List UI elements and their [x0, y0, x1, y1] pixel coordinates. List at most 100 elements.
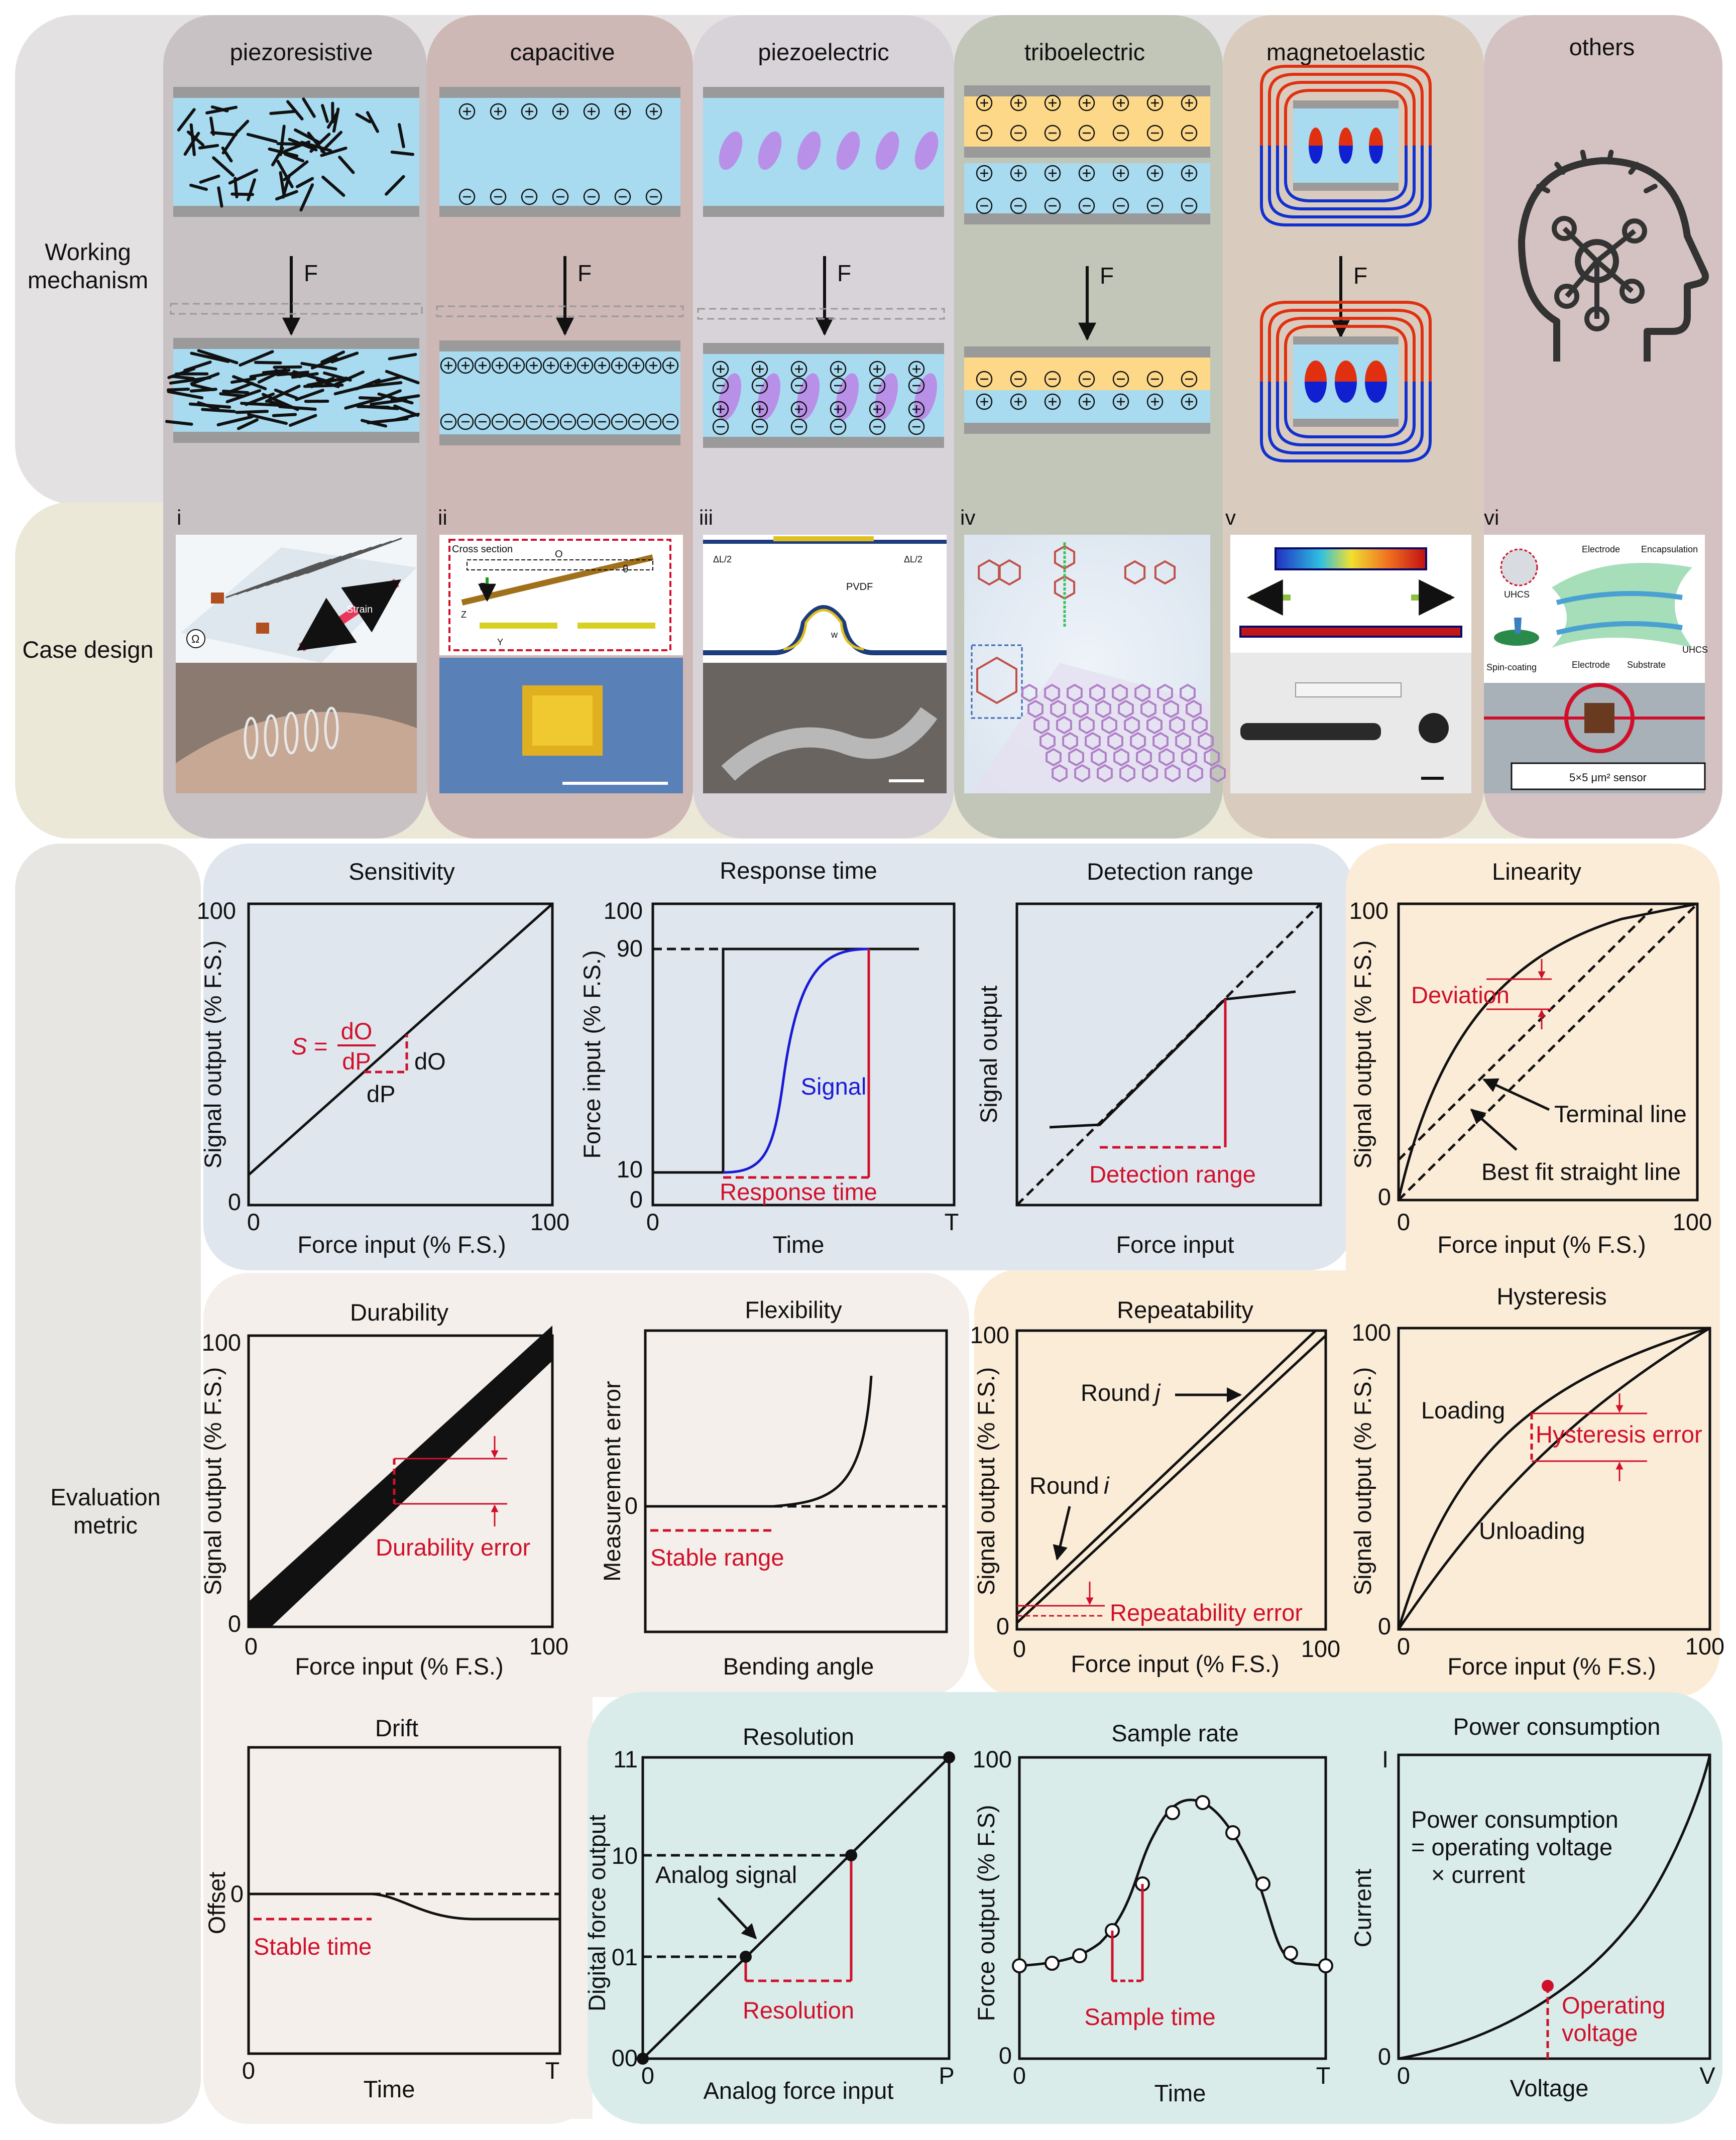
evaluation-metric-label-1: Evaluation	[50, 1484, 161, 1510]
sensitivity-xlabel: Force input (% F.S.)	[297, 1231, 506, 1258]
power-title: Power consumption	[1453, 1713, 1661, 1740]
drift-zero-y: 0	[230, 1880, 244, 1907]
case-v-fiber-knot	[1419, 713, 1449, 743]
resolution-y01: 01	[612, 1944, 638, 1970]
repeatability-round-i-label: Round	[1029, 1472, 1099, 1499]
case-i-strain-label: Strain	[346, 604, 373, 615]
response-signal-label: Signal	[801, 1073, 867, 1100]
flexibility-xlabel: Bending angle	[723, 1653, 874, 1680]
power-ytop: I	[1382, 1746, 1388, 1772]
sample-point-8	[1256, 1877, 1269, 1890]
sensitivity-zero-y: 0	[228, 1188, 241, 1215]
power-zero-y: 0	[1378, 2043, 1391, 2070]
tribo-plate-1	[964, 85, 1210, 96]
case-iii-dl-left: ΔL/2	[713, 554, 732, 564]
case-numeral-iii: iii	[699, 506, 713, 529]
linearity-terminal-label: Terminal line	[1554, 1101, 1687, 1127]
piezoelectric-top-top-plate	[703, 87, 944, 98]
capacitive-force-label: F	[577, 260, 592, 286]
linearity-zero-x: 0	[1397, 1209, 1410, 1235]
title-piezoresistive: piezoresistive	[230, 39, 373, 65]
detection-xlabel: Force input	[1116, 1231, 1234, 1258]
durability-zero-y: 0	[228, 1610, 241, 1637]
capacitive-bottom-top-plate	[439, 340, 680, 351]
durability-annotation: Durability error	[376, 1534, 530, 1561]
sensitivity-ylabel: Signal output (% F.S.)	[199, 940, 226, 1169]
hysteresis-zero-x: 0	[1397, 1633, 1410, 1659]
case-i-pad-1	[211, 592, 224, 604]
resolution-xend: P	[939, 2062, 954, 2089]
piezoresistive-bottom-top-plate	[173, 338, 419, 349]
title-triboelectric: triboelectric	[1024, 39, 1145, 65]
piezoelectric-top-bottom-plate	[703, 206, 944, 217]
hysteresis-annotation: Hysteresis error	[1536, 1421, 1702, 1448]
working-mechanism-label-2: mechanism	[28, 267, 148, 293]
linearity-xlabel: Force input (% F.S.)	[1437, 1231, 1646, 1258]
flexibility-annotation: Stable range	[650, 1544, 784, 1571]
sensitivity-xend: 100	[530, 1209, 569, 1235]
sample-zero-y: 0	[999, 2042, 1012, 2069]
case-iii-yellow	[773, 536, 874, 541]
resolution-annotation: Resolution	[743, 1997, 854, 2024]
power-xend: V	[1699, 2062, 1715, 2089]
resolution-ylabel: Digital force output	[584, 1815, 610, 2011]
power-text-1: Power consumption	[1411, 1806, 1618, 1833]
durability-xend: 100	[529, 1633, 568, 1659]
working-mechanism-label-1: Working	[45, 239, 131, 265]
repeatability-annotation: Repeatability error	[1110, 1599, 1303, 1626]
response-annotation: Response time	[720, 1178, 877, 1205]
sample-point-6	[1196, 1796, 1209, 1809]
fiber-compressed	[274, 414, 295, 415]
case-v-heatmap-bar	[1276, 548, 1426, 569]
flexibility-title: Flexibility	[745, 1296, 842, 1323]
detection-title: Detection range	[1087, 858, 1253, 885]
sample-zero-x: 0	[1013, 2062, 1026, 2089]
power-text-2: = operating voltage	[1411, 1834, 1612, 1860]
triboelectric-force-label: F	[1100, 263, 1114, 289]
case-v-fiber-white	[1296, 683, 1401, 697]
title-piezoelectric: piezoelectric	[758, 39, 889, 65]
case-numeral-ii: ii	[438, 506, 447, 529]
resolution-y11: 11	[613, 1746, 638, 1772]
sample-point-0	[1013, 1959, 1026, 1972]
hysteresis-zero-y: 0	[1378, 1613, 1391, 1639]
sample-point-10	[1319, 1959, 1332, 1972]
repeatability-xlabel: Force input (% F.S.)	[1071, 1650, 1279, 1677]
case-v-strip	[1240, 627, 1461, 637]
sample-point-2	[1073, 1949, 1086, 1962]
response-y10: 10	[617, 1156, 643, 1182]
case-vi-uhcs-label-2: UHCS	[1682, 645, 1708, 655]
sample-annotation: Sample time	[1084, 2003, 1215, 2030]
case-iii-dl-right: ΔL/2	[904, 554, 922, 564]
drift-xend: T	[545, 2057, 560, 2084]
hysteresis-unloading-label: Unloading	[1479, 1517, 1585, 1544]
response-zero-y: 0	[630, 1186, 643, 1213]
fiber	[271, 111, 294, 113]
case-ii-chip-inner	[532, 695, 593, 746]
case-ii-cross-section-label: Cross section	[452, 544, 513, 555]
case-ii-z-label: Z	[461, 610, 467, 620]
case-vi-spin-coating-label: Spin-coating	[1486, 662, 1537, 672]
case-design-label: Case design	[22, 636, 153, 663]
sensitivity-eq-s: S =	[291, 1033, 327, 1059]
durability-xlabel: Force input (% F.S.)	[295, 1653, 503, 1680]
case-v	[1230, 535, 1471, 793]
title-magnetoelastic: magnetoelastic	[1266, 39, 1425, 65]
hysteresis-ylabel: Signal output (% F.S.)	[1349, 1367, 1376, 1596]
resolution-point-2	[845, 1849, 857, 1861]
piezoelectric-force-label: F	[837, 260, 851, 286]
durability-ylabel: Signal output (% F.S.)	[199, 1367, 226, 1596]
response-zero-x: 0	[646, 1209, 659, 1235]
piezoelectric-bottom-bottom-plate	[703, 437, 944, 448]
tribo-yellow-b	[964, 358, 1210, 390]
piezoresistive-bottom-bottom-plate	[173, 432, 419, 443]
fiber-compressed	[237, 411, 268, 412]
case-vi-spin-drop	[1514, 618, 1522, 634]
drift-annotation: Stable time	[254, 1933, 372, 1960]
sensitivity-title: Sensitivity	[349, 858, 455, 885]
power-operating-label-1: Operating	[1562, 1992, 1665, 2018]
case-ii-theta-label: θ	[623, 564, 628, 575]
